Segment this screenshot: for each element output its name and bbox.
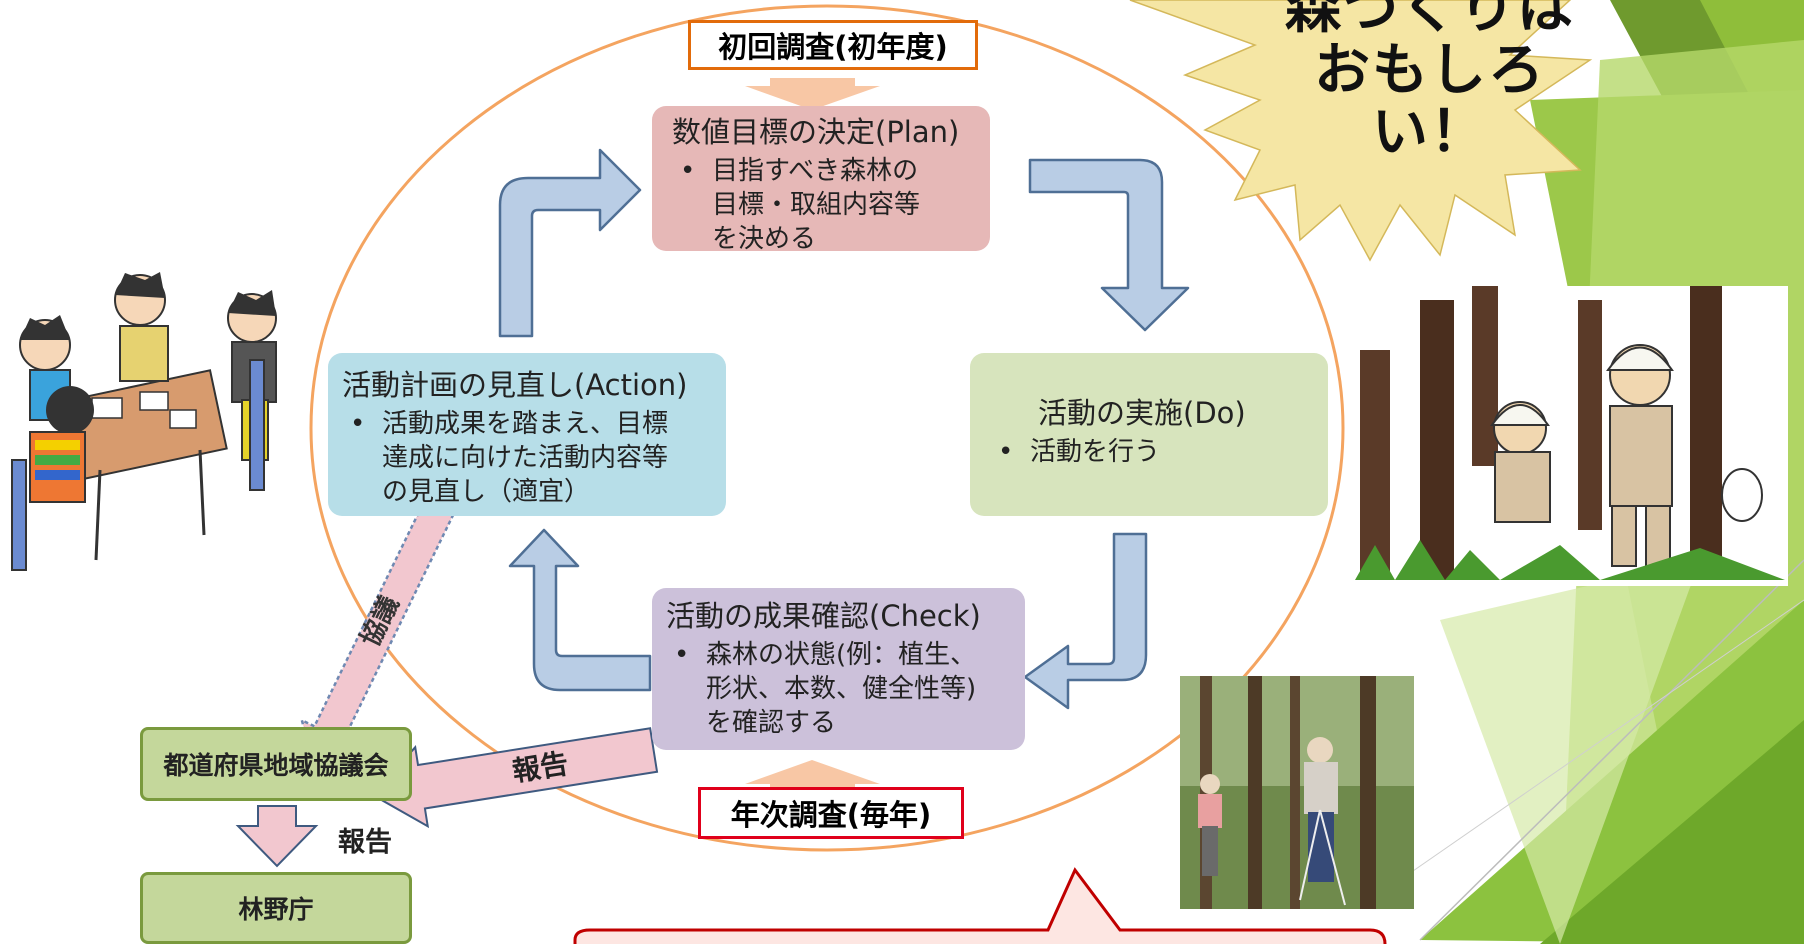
bottom-callout (573, 867, 1387, 944)
do-box: 活動の実施(Do) 活動を行う (970, 353, 1328, 516)
do-title: 活動の実施(Do) (1038, 396, 1246, 430)
council-text: 都道府県地域協議会 (163, 751, 389, 780)
check-title: 活動の成果確認(Check) (666, 599, 981, 633)
check-bullet: 森林の状態(例：植生、形状、本数、健全性等)を確認する (666, 638, 1011, 740)
council-box: 都道府県地域協議会 (140, 727, 412, 801)
burst-line-2: おもしろ (1314, 38, 1546, 103)
cycle-ellipse (309, 4, 1345, 852)
cycle-arrow-action-to-plan (498, 148, 642, 338)
burst-shape (1129, 0, 1593, 262)
forest-survey-photo (1180, 676, 1414, 909)
burst-text: 森づくりは おもしろ い！ (1280, 0, 1580, 164)
initial-survey-arrow (745, 78, 880, 110)
initial-survey-text: 初回調査(初年度) (718, 30, 948, 64)
action-box: 活動計画の見直し(Action) 活動成果を踏まえ、目標達成に向けた活動内容等の… (328, 353, 726, 516)
action-title: 活動計画の見直し(Action) (342, 368, 688, 402)
cycle-arrow-plan-to-do (1028, 158, 1190, 332)
agency-text: 林野庁 (238, 895, 314, 924)
initial-survey-label: 初回調査(初年度) (688, 20, 978, 70)
burst-line-3: い！ (1372, 100, 1488, 165)
check-box: 活動の成果確認(Check) 森林の状態(例：植生、形状、本数、健全性等)を確認… (652, 588, 1025, 750)
agency-box: 林野庁 (140, 872, 412, 944)
annual-survey-label: 年次調査(毎年) (698, 787, 964, 839)
burst-line-1: 森づくりは (1285, 0, 1575, 41)
cycle-arrow-check-to-action (508, 528, 652, 692)
meeting-illustration (11, 272, 277, 571)
plan-title: 数値目標の決定(Plan) (672, 115, 960, 149)
annual-survey-arrow (745, 760, 880, 790)
report-down-arrow (235, 805, 319, 868)
do-bullet: 活動を行う (990, 435, 1314, 469)
cycle-arrow-do-to-check (1023, 532, 1148, 710)
annual-survey-text: 年次調査(毎年) (730, 798, 932, 832)
forest-work-illustration (1348, 286, 1788, 586)
report-side-label: 報告 (338, 827, 392, 858)
